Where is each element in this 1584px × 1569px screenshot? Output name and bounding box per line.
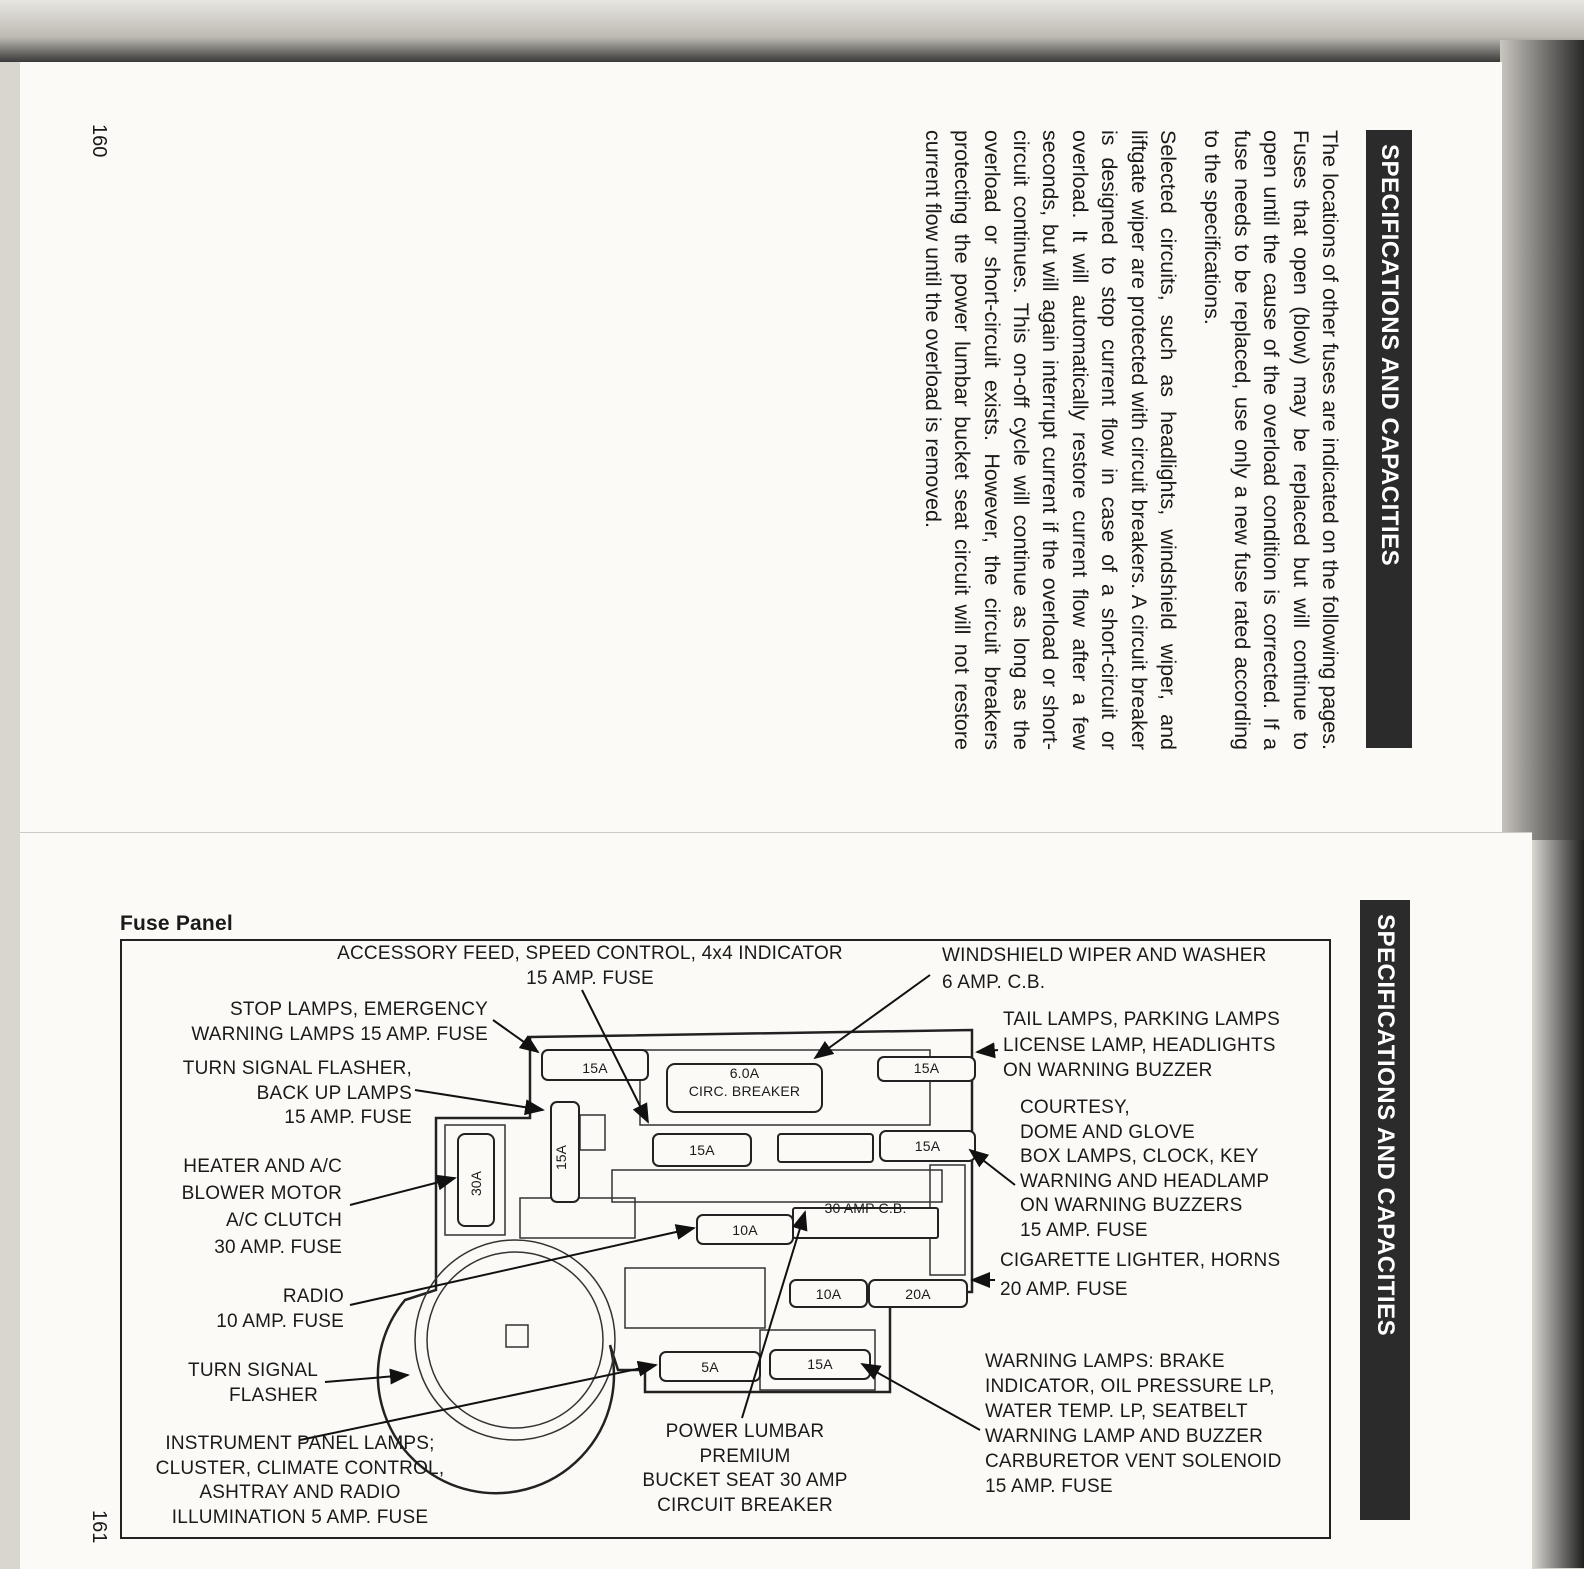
circuit-breaker-label: 6.0A CIRC. BREAKER <box>667 1064 822 1100</box>
callout-line: BOX LAMPS, CLOCK, KEY <box>1020 1146 1259 1167</box>
fuse-label: 15A <box>913 1060 940 1076</box>
callout-line: 15 AMP. FUSE <box>985 1476 1113 1497</box>
callout-line: BUCKET SEAT 30 AMP <box>642 1470 848 1491</box>
callout-line: RADIO <box>282 1286 344 1307</box>
callout-line: 6 AMP. C.B. <box>942 972 1046 993</box>
callout-line: ACCESSORY FEED, SPEED CONTROL, 4x4 INDIC… <box>337 943 843 964</box>
callout-line: 15 AMP. FUSE <box>526 967 654 989</box>
circuit-breaker-6a <box>666 1063 823 1113</box>
fuse-label: 15A <box>689 1142 715 1158</box>
scan-edge-right <box>1500 40 1584 840</box>
fuse-20a <box>868 1279 968 1308</box>
callout-line: CIRCUIT BREAKER <box>657 1494 833 1516</box>
fuse-label: 15A <box>582 1060 608 1076</box>
callout-tail-lamps: TAIL LAMPS, PARKING LAMPS LICENSE LAMP, H… <box>1003 1007 1280 1084</box>
figure-frame <box>120 939 1331 1539</box>
fuse-blank <box>777 1133 874 1163</box>
callout-line: ON WARNING BUZZERS <box>1020 1195 1243 1216</box>
fuse-label: 30A <box>468 1171 484 1196</box>
callout-line: BACK UP LAMPS <box>256 1082 412 1104</box>
page-160 <box>20 62 1502 832</box>
fuse-5a <box>659 1351 761 1382</box>
callout-line: TURN SIGNAL <box>188 1360 318 1381</box>
callout-line: WINDSHIELD WIPER AND WASHER <box>942 945 1267 966</box>
callout-heater: HEATER AND A/C BLOWER MOTOR A/C CLUTCH 30 A… <box>100 1153 342 1261</box>
fuse-15a-top-right <box>877 1056 976 1082</box>
callout-line: CARBURETOR VENT SOLENOID <box>985 1451 1282 1472</box>
callout-line: POWER LUMBAR <box>665 1421 825 1442</box>
callout-warning-lamps: WARNING LAMPS: BRAKE INDICATOR, OIL PRESS… <box>985 1349 1282 1499</box>
page-161 <box>20 832 1532 1569</box>
callout-courtesy: COURTESY, DOME AND GLOVE BOX LAMPS, CLOCK,… <box>1020 1096 1269 1243</box>
callout-accessory: ACCESSORY FEED, SPEED CONTROL, 4x4 INDIC… <box>290 942 890 991</box>
fuse-label: 20A <box>905 1286 931 1302</box>
callout-line: WARNING LAMPS: BRAKE <box>985 1351 1225 1372</box>
callout-line: ON WARNING BUZZER <box>1003 1060 1213 1081</box>
fuse-label: 15A <box>914 1138 941 1154</box>
callout-line: WATER TEMP. LP, SEATBELT <box>985 1401 1248 1422</box>
callout-line: HEATER AND A/C <box>183 1156 342 1177</box>
callout-line: COURTESY, <box>1020 1097 1130 1118</box>
scan-edge-top <box>0 0 1584 62</box>
callout-cigarette: CIGARETTE LIGHTER, HORNS 20 AMP. FUSE <box>1000 1246 1280 1304</box>
fuse-label: 30 AMP C.B. <box>824 1200 907 1216</box>
callout-line: 15 AMP. FUSE <box>284 1107 412 1128</box>
callout-line: BLOWER MOTOR <box>181 1183 342 1204</box>
callout-line: TURN SIGNAL FLASHER, <box>182 1058 412 1079</box>
callout-power-lumbar: POWER LUMBAR PREMIUM BUCKET SEAT 30 AMP CIR… <box>595 1420 895 1518</box>
callout-instrument: INSTRUMENT PANEL LAMPS; CLUSTER, CLIMATE … <box>130 1432 470 1530</box>
callout-line: LICENSE LAMP, HEADLIGHTS <box>1003 1034 1276 1056</box>
callout-arrows <box>299 974 1016 1441</box>
callout-line: ILLUMINATION 5 AMP. FUSE <box>171 1506 429 1528</box>
panel-outline <box>376 1028 974 1495</box>
callout-line: 15 AMP. FUSE <box>1020 1219 1148 1241</box>
fuse-label: 10A <box>732 1222 758 1238</box>
cb-rating: 6.0A <box>729 1065 760 1081</box>
callout-line: TAIL LAMPS, PARKING LAMPS <box>1003 1009 1281 1030</box>
scan-edge-right-lower <box>1530 840 1584 1568</box>
fuse-15a-mid-right <box>879 1130 976 1162</box>
callout-line: INDICATOR, OIL PRESSURE LP, <box>985 1376 1275 1397</box>
callout-line: CIGARETTE LIGHTER, HORNS <box>1000 1250 1281 1271</box>
callout-line: WARNING LAMP AND BUZZER <box>985 1426 1264 1447</box>
fuse-label: 10A <box>815 1286 842 1302</box>
callout-line: ASHTRAY AND RADIO <box>199 1482 401 1503</box>
callout-wiper: WINDSHIELD WIPER AND WASHER 6 AMP. C.B. <box>942 942 1267 996</box>
callout-line: DOME AND GLOVE <box>1020 1121 1195 1143</box>
callout-line: FLASHER <box>228 1384 318 1406</box>
callout-line: INSTRUMENT PANEL LAMPS; <box>165 1433 435 1454</box>
fuse-label: 5A <box>701 1359 719 1375</box>
fuse-10a-lower <box>789 1279 868 1308</box>
callout-line: STOP LAMPS, EMERGENCY <box>230 999 488 1020</box>
cb-text: CIRC. BREAKER <box>688 1083 801 1099</box>
callout-line: PREMIUM <box>699 1445 791 1467</box>
callout-flasher: TURN SIGNAL FLASHER <box>100 1359 318 1408</box>
callout-turn-backup: TURN SIGNAL FLASHER, BACK UP LAMPS 15 AMP.… <box>100 1057 412 1131</box>
callout-line: WARNING AND HEADLAMP <box>1020 1170 1270 1192</box>
callout-stop-lamps: STOP LAMPS, EMERGENCY WARNING LAMPS 15 AM… <box>100 998 488 1047</box>
fuse-15a-vertical <box>550 1101 580 1203</box>
callout-line: 20 AMP. FUSE <box>1000 1279 1128 1300</box>
fuse-30a-heater <box>457 1133 495 1227</box>
callout-line: WARNING LAMPS 15 AMP. FUSE <box>191 1023 488 1045</box>
fuse-label: 15A <box>807 1356 833 1372</box>
figure-title: Fuse Panel <box>120 912 233 935</box>
callout-line: 30 AMP. FUSE <box>214 1237 342 1258</box>
callout-line: A/C CLUTCH <box>225 1210 342 1231</box>
fuse-15a-top-left <box>541 1049 649 1081</box>
fuses <box>457 1049 976 1382</box>
callout-line: CLUSTER, CLIMATE CONTROL, <box>155 1457 445 1479</box>
fuse-15a-mid-left <box>652 1133 752 1167</box>
callout-radio: RADIO 10 AMP. FUSE <box>100 1285 344 1334</box>
fuse-label: 15A <box>553 1145 569 1170</box>
callout-line: 10 AMP. FUSE <box>216 1310 344 1332</box>
